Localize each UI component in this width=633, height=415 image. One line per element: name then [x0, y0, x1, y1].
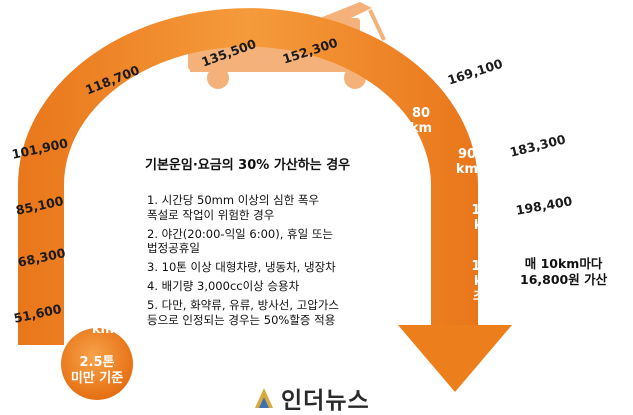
segment-90km: 90 km [455, 147, 479, 177]
condition-item: 3. 10톤 이상 대형차량, 냉동차, 냉장차 [147, 260, 336, 274]
condition-item: 2. 야간(20:00-익일 6:00), 휴일 또는 법정공휴일 [147, 226, 333, 256]
segment-10km: 10 km [91, 307, 115, 337]
segment-over-100km: 100 km 초과 [471, 259, 499, 304]
arrow-head [398, 325, 512, 392]
segment-100km: 100 km [471, 203, 499, 233]
conditions-list: 1. 시간당 50mm 이상의 심한 폭우 폭설로 작업이 위험한 경우 2. … [147, 193, 457, 332]
segment-40km: 40k m [94, 150, 122, 180]
logo-text: 인더뉴스 [281, 388, 370, 414]
distance-arrow [18, 8, 478, 345]
segment-80km: 80 km [409, 106, 433, 136]
base-circle [61, 328, 133, 400]
segment-50km: 50 km [155, 108, 179, 138]
publisher-logo: 인더뉴스 [253, 384, 370, 414]
surcharge-note: 매 10km마다 16,800원 가산 [520, 256, 608, 287]
segment-20km: 20 km [89, 260, 113, 290]
segment-30km: 30k m [87, 206, 115, 236]
condition-item: 5. 다만, 화약류, 유류, 방사선, 고압가스 등으로 인정되는 경우는 5… [147, 298, 339, 327]
base-label: 2.5톤 미만 기준 [70, 355, 124, 386]
segment-60km: 60 km [241, 87, 265, 117]
segment-70km: 70 km [325, 87, 349, 117]
logo-mark-icon [255, 388, 273, 408]
condition-item: 4. 배기량 3,000cc이상 승용차 [147, 279, 300, 293]
condition-item: 1. 시간당 50mm 이상의 심한 폭우 폭설로 작업이 위험한 경우 [147, 193, 320, 222]
conditions-title: 기본운임·요금의 30% 가산하는 경우 [145, 158, 351, 173]
